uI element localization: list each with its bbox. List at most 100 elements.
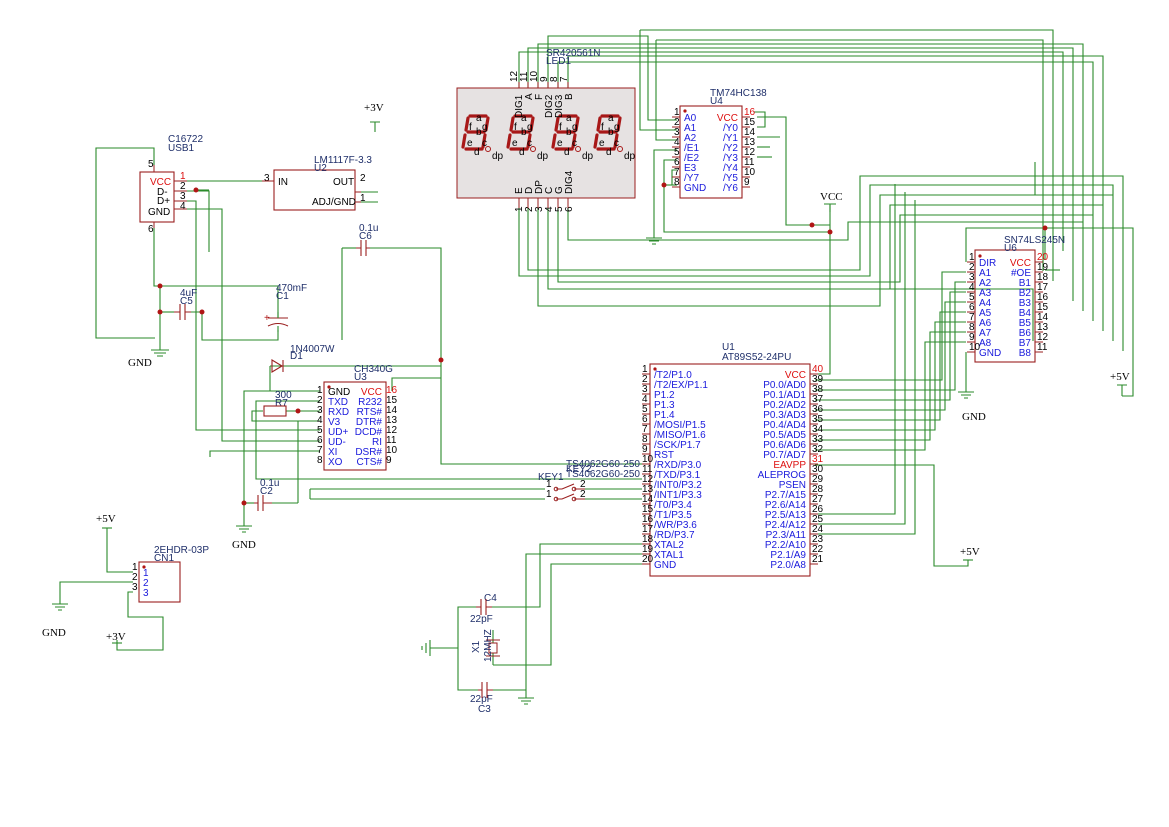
led1-bottom-num-0: 1 [514, 206, 525, 212]
digit-2-label-g: g [527, 122, 533, 133]
plus5v-u1-label: +5V [960, 546, 980, 558]
u6-right-name-13: B6 [1019, 328, 1032, 339]
u4-left-num-3: 3 [674, 127, 680, 138]
u6-right-num-11: 11 [1037, 342, 1048, 353]
u4-right-name-13: /Y2 [723, 143, 738, 154]
u4-left-name-7: /Y7 [684, 173, 699, 184]
digit-2-segment-2 [529, 116, 535, 132]
u1-microcontroller: U1 AT89S52-24PU 1/T2/P1.02/T2/EX/P1.13P1… [642, 342, 824, 577]
u6-right-num-18: 18 [1037, 272, 1049, 283]
u4-left-name-3: A2 [684, 133, 697, 144]
u6-left-name-5: A4 [979, 298, 992, 309]
cn1-pin2-name: 2 [143, 578, 149, 589]
led1-bottom-num-2: 3 [534, 206, 545, 212]
key2-ref: KEY2 [566, 464, 592, 475]
u3-left-num-7: 7 [317, 445, 323, 456]
u4-right-num-12: 12 [744, 147, 756, 158]
digit-4-label-f: f [601, 122, 604, 133]
u1-left-num-13: 13 [642, 484, 654, 495]
u4-right-num-16: 16 [744, 107, 756, 118]
u1-left-name-4: P1.3 [654, 400, 675, 411]
plus5v-cn1-label: +5V [96, 513, 116, 525]
digit-1-segment-1 [464, 116, 470, 132]
u1-left-num-19: 19 [642, 544, 654, 555]
led1-top-name-2: F [534, 94, 545, 100]
u1-left-name-17: /RD/P3.7 [654, 530, 695, 541]
u1-left-num-8: 8 [642, 434, 648, 445]
digit-3-label-f: f [559, 122, 562, 133]
svg-text:+: + [264, 313, 270, 324]
u6-right-num-16: 16 [1037, 292, 1049, 303]
usb1-pin3-num: 3 [180, 191, 186, 202]
u1-right-name-29: PSEN [779, 480, 806, 491]
u1-right-name-36: P0.3/AD3 [763, 410, 806, 421]
u2-out-name: OUT [333, 177, 354, 188]
digit-3-label-a: a [566, 113, 572, 124]
led1-top-name-1: A [524, 93, 535, 100]
u4-left-name-6: E3 [684, 163, 697, 174]
u1-value: AT89S52-24PU [722, 352, 791, 363]
usb1-pin2-num: 2 [180, 181, 186, 192]
digit-2-label-f: f [514, 122, 517, 133]
digit-2-segment-4 [506, 133, 512, 149]
u1-right-num-40: 40 [812, 364, 824, 375]
digit-4-dp [617, 146, 623, 152]
digit-1-label-d: d [474, 147, 480, 158]
u3-left-num-8: 8 [317, 455, 323, 466]
u4-left-num-6: 6 [674, 157, 680, 168]
digit-1-segment-2 [484, 116, 490, 132]
c6-capacitor: 0.1u C6 [356, 223, 378, 256]
digit-1-segment-5 [481, 133, 487, 149]
u1-left-num-9: 9 [642, 444, 648, 455]
u1-left-name-7: /MISO/P1.6 [654, 430, 706, 441]
u1-left-name-14: /T0/P3.4 [654, 500, 692, 511]
led1-top-name-4: DIG3 [554, 94, 565, 118]
c1-ref: C1 [276, 291, 289, 302]
u2-in-name: IN [278, 177, 288, 188]
u6-right-name-14: B5 [1019, 318, 1032, 329]
cn1-value: 2EHDR-03P [154, 545, 209, 556]
r7-resistor: 300 R7 [263, 390, 292, 417]
u1-right-num-21: 21 [812, 554, 824, 565]
led1-top-name-0: DIG1 [514, 94, 525, 118]
plus5v-u6-label: +5V [1110, 371, 1130, 383]
u3-left-num-6: 6 [317, 435, 323, 446]
u1-right-name-38: P0.1/AD1 [763, 390, 806, 401]
u4-decoder: TM74HC138 U4 1A02A13A24/E15/E26E37/Y78GN… [672, 88, 767, 199]
usb1-pin4-name: GND [148, 207, 170, 218]
u1-left-num-4: 4 [642, 394, 648, 405]
u1-left-name-5: P1.4 [654, 410, 675, 421]
c3-ref: C3 [478, 704, 491, 715]
c1-value: 470mF [276, 283, 307, 294]
led1-top-num-2: 10 [529, 70, 540, 82]
u1-right-name-40: VCC [785, 370, 806, 381]
u4-right-name-10: /Y5 [723, 173, 738, 184]
u6-right-name-17: B2 [1019, 288, 1032, 299]
plus3v-cn1-label: +3V [106, 631, 126, 643]
plus3v-power-symbol-top: +3V [364, 102, 384, 132]
led1-bottom-name-1: D [524, 187, 535, 194]
wires [59, 29, 1134, 698]
digit-2-segment-5 [526, 133, 532, 149]
u1-right-num-25: 25 [812, 514, 824, 525]
key1-ref: KEY1 [538, 472, 564, 483]
digit-3-label-g: g [572, 122, 578, 133]
led1-top-num-4: 8 [549, 76, 560, 82]
u6-right-name-18: B1 [1019, 278, 1032, 289]
digit-4-segment-4 [593, 133, 599, 149]
u1-left-num-1: 1 [642, 364, 648, 375]
c5-capacitor: 4uF C5 [174, 288, 197, 320]
u3-left-name-5: UD+ [328, 427, 348, 438]
u1-right-name-24: P2.3/A11 [766, 530, 807, 541]
gnd-usb-label: GND [128, 357, 152, 369]
u3-left-num-1: 1 [317, 385, 323, 396]
led1-ref: LED1 [546, 56, 571, 67]
u6-right-num-20: 20 [1037, 252, 1049, 263]
u3-left-name-4: V3 [328, 417, 341, 428]
u1-right-name-21: P2.0/A8 [770, 560, 806, 571]
plus5v-power-symbol-u6: +5V [1110, 371, 1130, 396]
u2-in-num: 3 [264, 173, 270, 184]
u6-left-num-7: 7 [969, 312, 975, 323]
